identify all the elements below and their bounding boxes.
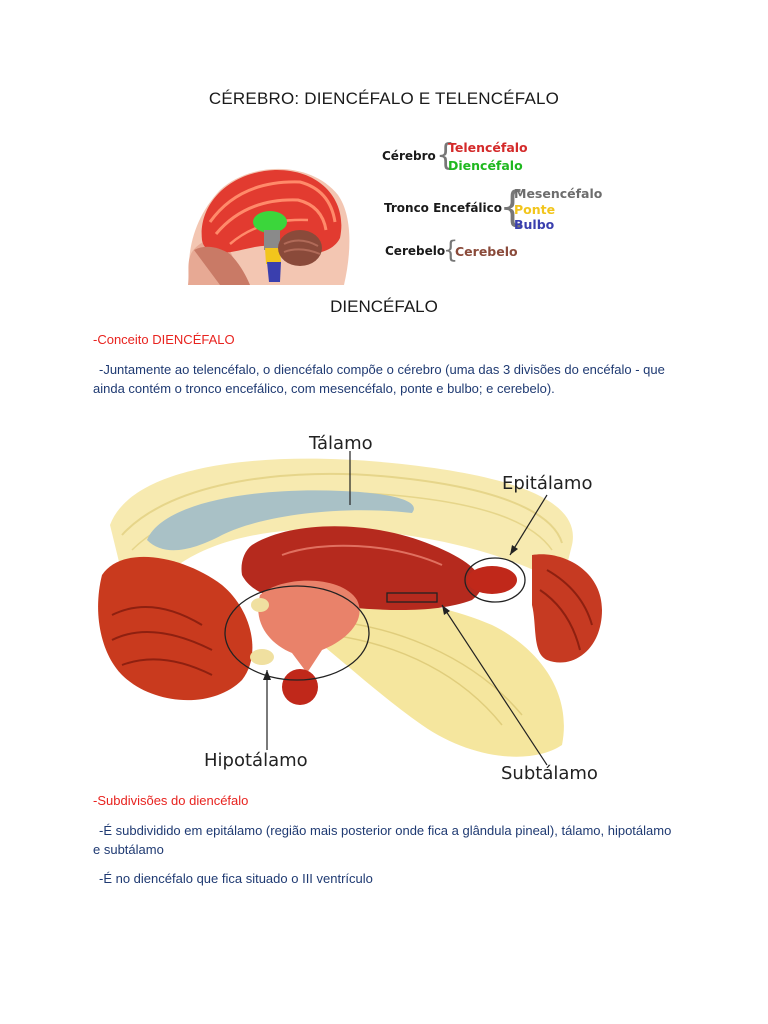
label-talamo: Tálamo <box>308 433 373 454</box>
brace-cerebro: { <box>436 138 456 173</box>
label-epitalamo: Epitálamo <box>502 473 592 494</box>
group-cerebelo-label: Cerebelo <box>385 244 446 258</box>
item-cerebelo: Cerebelo <box>455 244 518 259</box>
item-bulbo: Bulbo <box>514 217 555 232</box>
brace-tronco: { <box>499 182 526 231</box>
section-title-diencefalo: DIENCÉFALO <box>330 297 438 316</box>
brace-cerebelo: { <box>443 236 459 264</box>
label-subtalamo: Subtálamo <box>501 763 598 784</box>
paragraph-conceito: -Juntamente ao telencéfalo, o diencéfalo… <box>93 362 665 396</box>
item-diencefalo: Diencéfalo <box>448 158 523 173</box>
diencephalon-diagram: Tálamo Epitálamo Hipotálamo Subtálamo <box>92 425 632 785</box>
item-telencefalo: Telencéfalo <box>448 140 528 155</box>
brain-division-classification: Cérebro { Telencéfalo Diencéfalo Tronco … <box>380 136 620 266</box>
item-mesencefalo: Mesencéfalo <box>514 186 603 201</box>
group-tronco-label: Tronco Encefálico <box>384 201 503 215</box>
paragraph-subdivisoes-2: -É no diencéfalo que fica situado o III … <box>99 871 373 886</box>
heading-conceito: -Conceito DIENCÉFALO <box>93 332 235 347</box>
label-hipotalamo: Hipotálamo <box>204 750 308 771</box>
page-title: CÉREBRO: DIENCÉFALO E TELENCÉFALO <box>208 89 560 108</box>
group-cerebro-label: Cérebro <box>382 149 436 163</box>
brain-sagittal-illustration <box>180 160 352 286</box>
heading-subdivisoes: -Subdivisões do diencéfalo <box>93 793 249 808</box>
paragraph-subdivisoes-1: -É subdividido em epitálamo (região mais… <box>93 823 672 857</box>
item-ponte: Ponte <box>514 202 556 217</box>
